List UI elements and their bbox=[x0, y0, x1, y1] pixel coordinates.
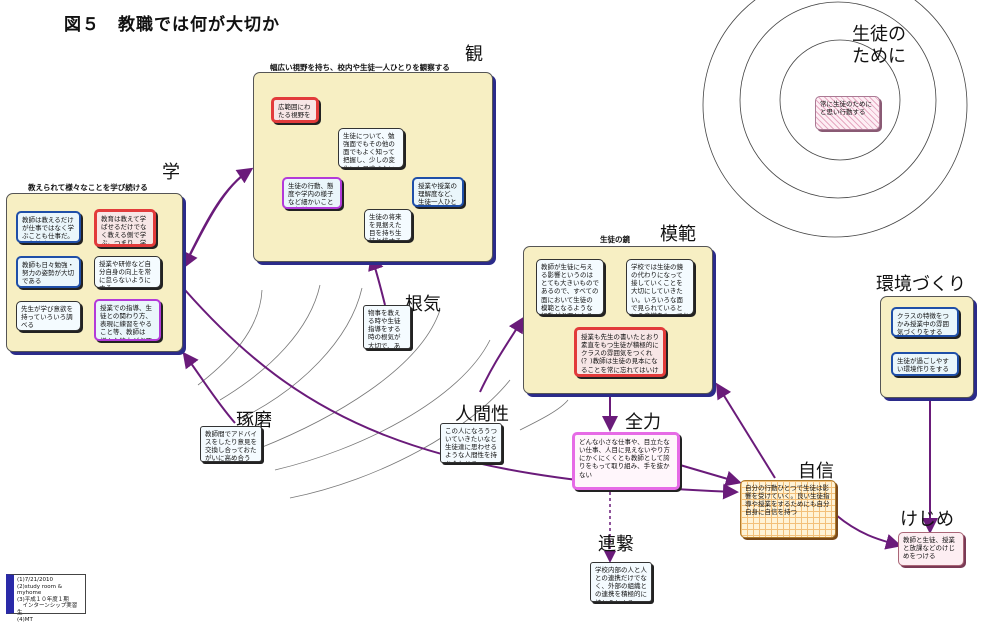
kan-card-3: 生徒の行動、態度や学内の様子など細かいことに気付く bbox=[282, 177, 342, 209]
kankyo-card-2: 生徒が過ごしやすい環境作りをする bbox=[891, 352, 959, 376]
arrow-takuma-gaku bbox=[182, 351, 236, 424]
mohan-panel: 教師が生徒に与える影響というのはとても大きいものであるので、すべての面において生… bbox=[523, 246, 713, 394]
kan-card-4: 授業や授業の理解度など、生徒一人ひとりを見る bbox=[412, 177, 464, 207]
growth-curve-5 bbox=[274, 339, 491, 471]
jishin-card: 自分の行動ひとつで生徒は影響を受けていく。良い生徒指導や授業をするためにも自分自… bbox=[740, 480, 836, 538]
kejime-card: 教師と生徒、授業と放課などのけじめをつける bbox=[898, 532, 964, 566]
section-label-renkei: 連繋 bbox=[598, 534, 634, 555]
arrow-zenryoku-jishin bbox=[679, 464, 742, 487]
mohan-card-1: 教師が生徒に与える影響というのはとても大きいものであるので、すべての面において生… bbox=[536, 259, 604, 315]
section-label-jishin: 自信 bbox=[798, 461, 834, 482]
kan-card-1: 広範囲にわたる視野を持つ bbox=[271, 97, 319, 123]
section-label-seito: 生徒のために bbox=[852, 24, 906, 67]
growth-curve-7 bbox=[519, 399, 569, 431]
kan-panel: 広範囲にわたる視野を持つ 生徒について、勉強面でもその他の面でもよく知って把握し… bbox=[253, 72, 493, 262]
legend-line-5: (4)MT bbox=[17, 616, 33, 623]
gaku-subhead: 教えられて様々なことを学び続ける bbox=[28, 183, 148, 192]
section-label-kan: 観 bbox=[465, 44, 483, 65]
arrow-kan-gaku bbox=[183, 169, 251, 269]
gaku-card-1: 教師は教えるだけが仕事ではなく学ぶことも仕事だ。一生勉強 bbox=[16, 211, 81, 243]
growth-curve-3 bbox=[237, 287, 363, 421]
section-label-ningen: 人間性 bbox=[455, 404, 509, 425]
growth-curve-1 bbox=[197, 289, 263, 386]
section-label-zenryoku: 全力 bbox=[625, 412, 661, 433]
section-label-konki: 根気 bbox=[405, 294, 441, 315]
source-legend: (1)7/21/2010 (2)study room & myhome (3)平… bbox=[6, 574, 86, 623]
legend-line-1: (1)7/21/2010 bbox=[17, 577, 53, 583]
gaku-card-4: 授業や研修など自分自身の向上を常に怠らないようにする bbox=[94, 256, 161, 288]
arrow-konki-kan bbox=[368, 254, 386, 306]
mohan-card-2: 学校では生徒の鏡の代わりになって接していくことを大切にしていきたい。いろいろな面… bbox=[626, 259, 694, 315]
ningen-card: この人になろうついていきたいなと生徒達に思わせるような人間性を持ち合わせる bbox=[440, 423, 502, 463]
arrow-jishin-kejime bbox=[835, 514, 902, 550]
legend-line-2: (2)study room & myhome bbox=[17, 583, 63, 597]
section-label-mohan: 模範 bbox=[660, 224, 696, 245]
section-label-gaku: 学 bbox=[162, 162, 180, 183]
gaku-card-5: 先生が学び意欲を持っていろいろ調べる bbox=[16, 301, 81, 331]
takuma-card: 教師間でアドバイスをしたり意見を交換し合っておたがいに高め合う bbox=[200, 426, 262, 462]
arrow-jishin-mohan bbox=[715, 382, 776, 479]
legend-line-3: (3)平成１０年度１期 bbox=[17, 596, 69, 603]
arrow-gaku-kan bbox=[182, 167, 254, 269]
zenryoku-card: どんな小さな仕事や、目立たない仕事、人目に見えないやり方にかくにくくとも教師とし… bbox=[572, 432, 680, 490]
mohan-card-3: 授業も先生の書いたとおり素直をもつ生徒が積極的にクラスの雰囲気をつくれ(？)教師… bbox=[574, 327, 666, 377]
growth-curve-6 bbox=[289, 379, 511, 499]
renkei-card: 学校内部の人と人との連携だけでなく、外部の組織との連携を積極的に持とうとする bbox=[590, 562, 652, 602]
section-label-takuma: 琢磨 bbox=[236, 410, 272, 431]
gaku-card-3: 教師も日々勉強・努力の姿勢が大切である bbox=[16, 256, 81, 288]
seito-card: 常に生徒のためにと思い行動する bbox=[815, 96, 880, 130]
mohan-subhead: 生徒の鏡 bbox=[600, 235, 630, 244]
page-title: 図５ 教職では何が大切か bbox=[64, 15, 280, 35]
gaku-card-2: 教育は教えて学ばせるだけでなく教える側で学ぶ。つまり、学び続ける bbox=[94, 209, 156, 247]
gaku-card-6: 授業での指導、生徒との関わり方、表現に練習をやること等、教師は様々な能力が必要 bbox=[94, 299, 161, 341]
inner-circle bbox=[779, 39, 901, 161]
section-label-kankyo: 環境づくり bbox=[876, 274, 966, 295]
konki-card: 物事を教える時や生徒指導をする時の根気が大切で、あきらめたら終わり bbox=[363, 305, 411, 349]
kankyo-panel: クラスの特徴をつかみ授業中の雰囲気づくりをする 生徒が過ごしやすい環境作りをする bbox=[880, 296, 974, 398]
kan-card-2: 生徒について、勉強面でもその他の面でもよく知って把握し、少しの変化にも見逃さない bbox=[338, 128, 404, 168]
kan-subhead: 幅広い視野を持ち、校内や生徒一人ひとりを観察する bbox=[270, 63, 450, 72]
section-label-kejime: けじめ bbox=[900, 509, 954, 530]
legend-line-4: インターンシップ実習生 bbox=[17, 603, 78, 616]
kankyo-card-1: クラスの特徴をつかみ授業中の雰囲気づくりをする bbox=[891, 307, 959, 337]
middle-circle bbox=[739, 1, 937, 199]
growth-curve-2 bbox=[219, 284, 321, 401]
gaku-panel: 教師は教えるだけが仕事ではなく学ぶことも仕事だ。一生勉強 教育は教えて学ばせるだ… bbox=[6, 193, 183, 352]
growth-curve-4 bbox=[259, 309, 441, 449]
kan-card-5: 生徒の将来を見据えた目を持ち生徒と接する bbox=[364, 209, 412, 241]
outer-circle bbox=[702, 0, 968, 238]
arrow-ningen-mohan bbox=[479, 316, 525, 393]
